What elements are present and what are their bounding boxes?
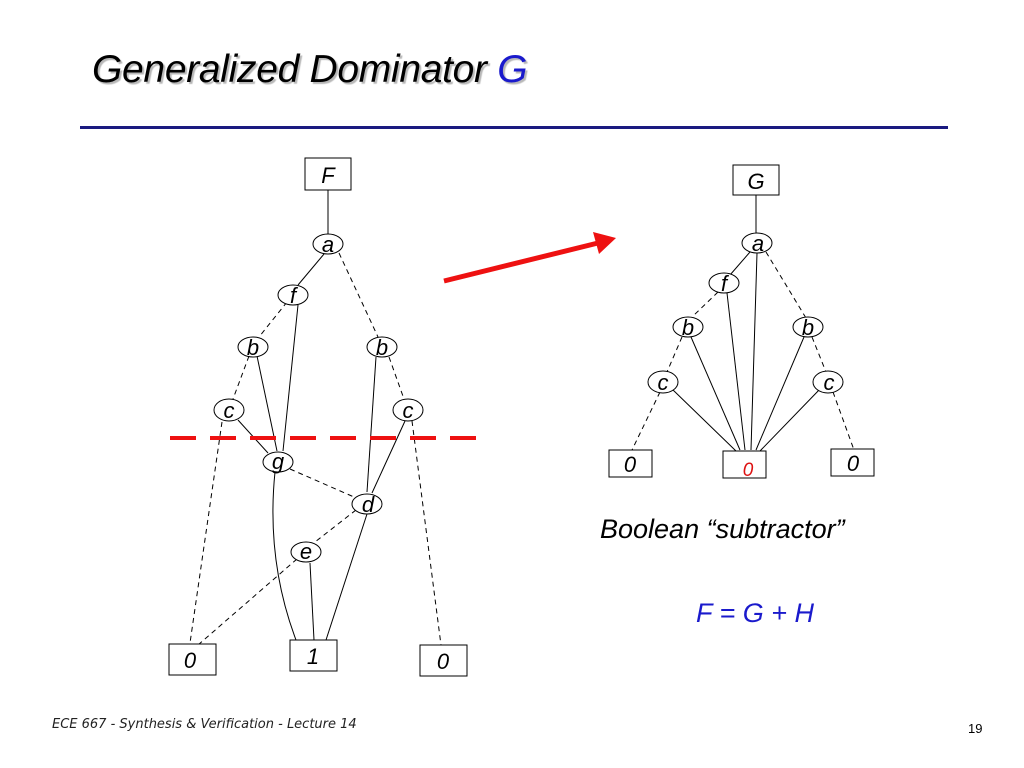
- left-terminal-1: [289, 639, 338, 672]
- title-text: Generalized Dominator: [92, 48, 498, 91]
- right-terminal-0mid: [722, 450, 767, 479]
- left-edge-e-1: [309, 562, 315, 641]
- right-terminal-0a: [608, 449, 653, 478]
- left-node-c2-label: c: [403, 398, 414, 423]
- right-node-b2: [792, 316, 824, 338]
- right-terminal-0b: [830, 448, 875, 477]
- right-node-b2-label: b: [802, 315, 814, 340]
- right-terminal-0a-label: 0: [624, 452, 637, 477]
- left-edge-d-e: [314, 509, 357, 543]
- title-accent: G: [497, 48, 528, 91]
- transform-arrow-shaft: [443, 240, 599, 284]
- right-node-b1: [672, 316, 704, 338]
- right-node-c1-label: c: [658, 370, 669, 395]
- right-node-c1: [647, 370, 679, 394]
- left-edge-c1-0: [189, 421, 223, 644]
- right-graph-nodes: G a f b b c c 0 0 0: [608, 164, 875, 481]
- left-graph-nodes: F a f b b c c g d e 0 1 0: [168, 157, 468, 677]
- left-node-f-label: f: [290, 283, 299, 308]
- transform-arrow-head: [593, 232, 616, 254]
- slide-footer: ECE 667 - Synthesis & Verification - Lec…: [52, 717, 357, 732]
- left-terminal-0a: [168, 643, 217, 676]
- right-root-box: [732, 164, 780, 196]
- right-edge-a-0mid: [750, 252, 758, 451]
- left-node-b1: [237, 336, 269, 358]
- left-node-c1-label: c: [224, 398, 235, 423]
- right-node-f: [708, 272, 740, 294]
- left-node-e-label: e: [300, 539, 312, 564]
- right-node-a-label: a: [752, 231, 764, 256]
- right-root-label: G: [747, 169, 764, 194]
- left-terminal-0a-label: 0: [184, 648, 197, 673]
- right-edge-b2-c2: [811, 336, 827, 373]
- left-edge-d-1: [325, 513, 368, 641]
- subtractor-caption: Boolean “subtractor”: [600, 514, 845, 544]
- right-node-f-label: f: [721, 271, 730, 296]
- left-node-b1-label: b: [247, 335, 259, 360]
- right-edge-c1-0: [631, 391, 661, 451]
- right-node-a: [741, 232, 773, 254]
- page-number: 19: [968, 721, 983, 736]
- right-edge-a-f: [729, 251, 751, 276]
- left-root-box: [304, 157, 352, 191]
- right-edge-b1-0mid: [690, 336, 741, 451]
- left-edge-g-1: [272, 471, 297, 641]
- left-edge-g-d: [289, 468, 355, 498]
- decomposition-equation: F = G + H: [696, 598, 815, 628]
- left-terminal-1-label: 1: [307, 644, 319, 669]
- left-edge-c2-d: [371, 420, 406, 494]
- right-terminal-0b-label: 0: [847, 451, 860, 476]
- left-graph-edges: [189, 190, 442, 646]
- right-node-b1-label: b: [682, 315, 694, 340]
- left-node-g: [262, 451, 294, 473]
- right-terminal-0mid-label: 0: [743, 460, 754, 481]
- left-edge-e-0: [197, 558, 298, 646]
- slide-title: Generalized Dominator G: [92, 48, 528, 92]
- left-edge-c2-0: [411, 420, 442, 646]
- left-node-d: [351, 493, 383, 515]
- left-edge-f-g: [282, 304, 299, 452]
- left-edge-b1-c1: [232, 355, 250, 400]
- left-node-f: [277, 284, 309, 306]
- right-node-c2: [812, 370, 844, 394]
- right-graph-edges: [631, 195, 855, 452]
- left-node-d-label: d: [362, 492, 375, 517]
- right-edge-c2-0: [832, 391, 855, 451]
- right-edge-b1-c1: [666, 336, 683, 373]
- left-terminal-0b-label: 0: [437, 649, 450, 674]
- title-underline: [80, 126, 948, 129]
- right-edge-a-b2: [765, 251, 807, 319]
- right-edge-b2-0mid: [755, 336, 805, 451]
- left-edge-f-b1: [258, 301, 288, 338]
- left-edge-b2-d: [366, 356, 377, 493]
- right-edge-c1-0mid: [671, 388, 737, 452]
- transform-arrow: [443, 232, 616, 284]
- left-node-a-label: a: [322, 232, 334, 257]
- left-node-b2: [366, 336, 398, 358]
- left-node-c2: [392, 398, 424, 422]
- left-edge-b1-g: [256, 355, 278, 452]
- left-node-e: [290, 541, 322, 563]
- right-edge-f-b1: [691, 291, 719, 318]
- left-node-b2-label: b: [376, 335, 388, 360]
- left-node-c1: [213, 398, 245, 422]
- left-edge-b2-c2: [388, 356, 405, 400]
- right-node-c2-label: c: [824, 370, 835, 395]
- left-node-g-label: g: [272, 449, 285, 474]
- left-root-label: F: [321, 163, 336, 188]
- right-edge-f-0mid: [726, 292, 746, 451]
- left-edge-a-f: [297, 253, 325, 286]
- left-terminal-0b: [419, 644, 468, 677]
- left-node-a: [312, 233, 344, 255]
- right-edge-c2-0mid: [759, 388, 821, 452]
- left-edge-a-b2: [338, 252, 379, 338]
